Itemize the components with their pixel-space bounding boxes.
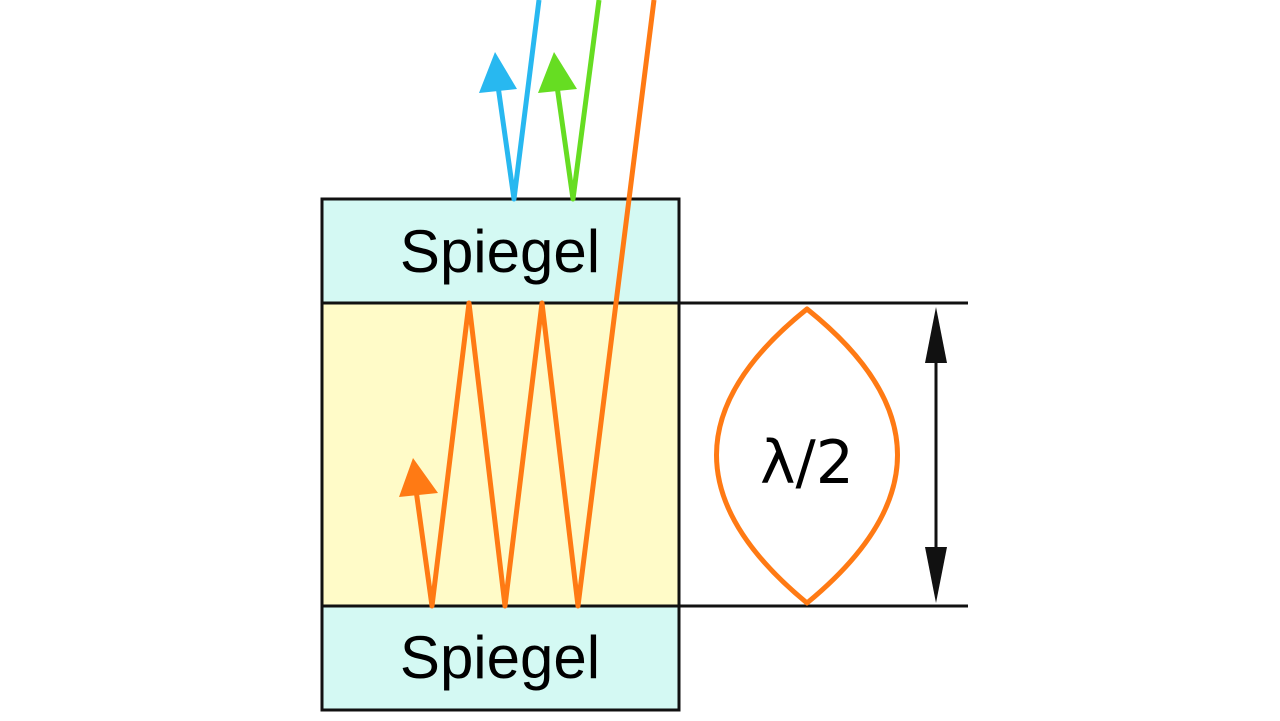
double-arrow-icon — [925, 547, 947, 603]
half-wavelength-label: λ/2 — [760, 428, 854, 498]
standing-wave-shape — [714, 306, 900, 606]
mirror-bottom — [320, 604, 681, 712]
double-arrow-icon — [925, 307, 947, 363]
mirror-bottom-label: Spiegel — [400, 624, 600, 691]
arrow-up-icon — [399, 458, 438, 497]
mirror-top-label: Spiegel — [400, 218, 600, 285]
green-ray — [554, 0, 602, 202]
laser-zigzag-path — [413, 0, 657, 609]
blue-ray — [495, 0, 542, 202]
arrow-up-icon — [479, 52, 517, 93]
arrow-up-icon — [538, 52, 577, 93]
